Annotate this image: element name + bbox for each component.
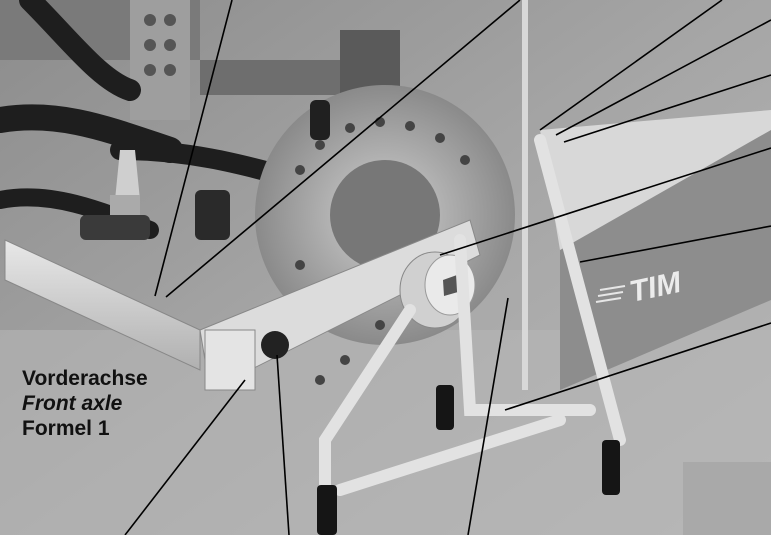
leader-lines — [124, 0, 771, 535]
caption-line-english: Front axle — [22, 392, 123, 415]
leader-line-6 — [439, 147, 771, 256]
floor-surface — [0, 330, 771, 535]
caption-line-german: Vorderachse — [22, 367, 148, 390]
leader-line-4 — [555, 19, 771, 136]
leader-line-9 — [124, 379, 246, 535]
corner-box — [683, 462, 771, 535]
leader-line-10 — [276, 354, 290, 535]
leader-line-3 — [539, 0, 723, 131]
front-axle-bar — [4, 219, 481, 391]
leader-line-2 — [165, 0, 521, 298]
stand-feet — [317, 385, 620, 535]
axle-knob — [261, 331, 289, 359]
caption-block: Vorderachse Front axle Formel 1 — [22, 366, 148, 441]
nut-tower — [80, 100, 330, 240]
leader-line-1 — [154, 0, 233, 297]
vertical-rod — [522, 0, 528, 390]
leader-line-7 — [579, 225, 771, 263]
leader-line-5 — [563, 74, 771, 143]
leader-line-8 — [504, 322, 771, 411]
leader-line-11 — [467, 297, 509, 535]
stand-legs — [319, 134, 626, 506]
caption-line-model: Formel 1 — [22, 417, 110, 440]
sponsor-wedge: TIM — [540, 110, 771, 390]
